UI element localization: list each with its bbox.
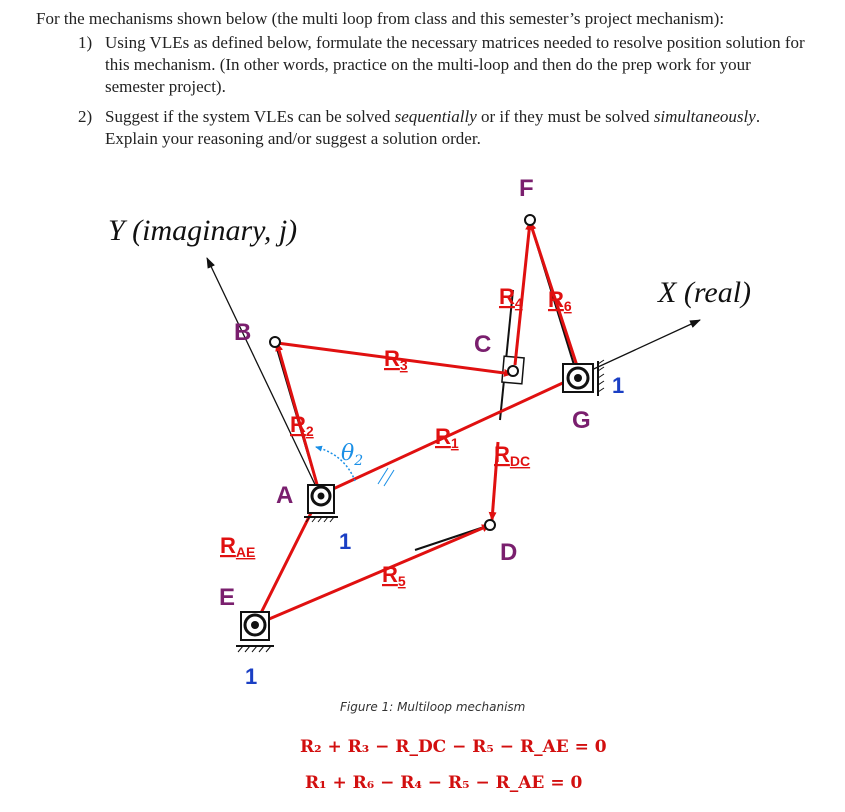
question-1-number: 1): [78, 33, 93, 52]
point-g-label: G: [572, 407, 591, 434]
y-axis-line: [206, 257, 321, 496]
label-r2: R2: [290, 412, 314, 439]
vector-rdc: [488, 441, 500, 521]
point-f-label: F: [519, 175, 534, 202]
question-2-text: Suggest if the system VLEs can be solved…: [105, 107, 761, 148]
ground-label-g: 1: [612, 373, 624, 398]
sequentially-emphasis: sequentially: [394, 107, 477, 126]
equation-2: R₁ + R₆ − R₄ − R₅ − R_AE = 0: [305, 773, 583, 793]
hatch-1: [377, 467, 389, 485]
point-c-label: C: [474, 331, 491, 358]
vector-r3: [276, 341, 513, 377]
vector-r5: [254, 523, 491, 627]
label-r5: R5: [382, 562, 406, 589]
point-b-label: B: [234, 319, 251, 346]
question-2: 2) Suggest if the system VLEs can be sol…: [78, 106, 838, 152]
theta-arc: [315, 445, 356, 482]
label-rae: RAE: [220, 533, 255, 560]
pin-c: [507, 365, 519, 377]
ground-label-e: 1: [245, 664, 257, 689]
label-r3: R3: [384, 346, 408, 373]
x-axis-label: X (real): [657, 276, 751, 309]
point-d-label: D: [500, 539, 517, 566]
vector-r4: [513, 221, 534, 366]
vector-r6: [528, 221, 582, 376]
point-e-label: E: [219, 584, 235, 611]
link-fc: [499, 289, 514, 421]
simultaneously-emphasis: simultaneously: [653, 107, 756, 126]
figure-caption: Figure 1: Multiloop mechanism: [340, 700, 526, 714]
question-2-number: 2): [78, 107, 93, 126]
label-r6: R6: [548, 287, 572, 314]
ground-pivot-g: [562, 359, 605, 396]
equation-1: R₂ + R₃ − R_DC − R₅ − R_AE = 0: [300, 737, 607, 757]
vector-rae: [253, 494, 322, 626]
question-1-text: Using VLEs as defined below, formulate t…: [105, 33, 805, 96]
pin-b: [269, 336, 281, 348]
ground-label-a: 1: [339, 529, 351, 554]
y-axis-label: Y (imaginary, j): [108, 214, 297, 247]
intro-text: For the mechanisms shown below (the mult…: [36, 9, 725, 28]
vector-r2: [275, 342, 322, 496]
question-1: 1) Using VLEs as defined below, formulat…: [78, 32, 838, 102]
vector-r1: [319, 373, 581, 497]
label-rdc: RDC: [494, 442, 530, 469]
pin-f: [524, 214, 536, 226]
point-a-label: A: [276, 482, 293, 509]
hatch-2: [383, 469, 395, 487]
theta-label: θ2: [341, 441, 363, 469]
label-r4: R4: [499, 284, 523, 311]
label-r1: R1: [435, 424, 459, 451]
ground-pivot-e: [236, 611, 274, 653]
ground-pivot-a: [304, 484, 338, 523]
pin-d: [484, 519, 496, 531]
